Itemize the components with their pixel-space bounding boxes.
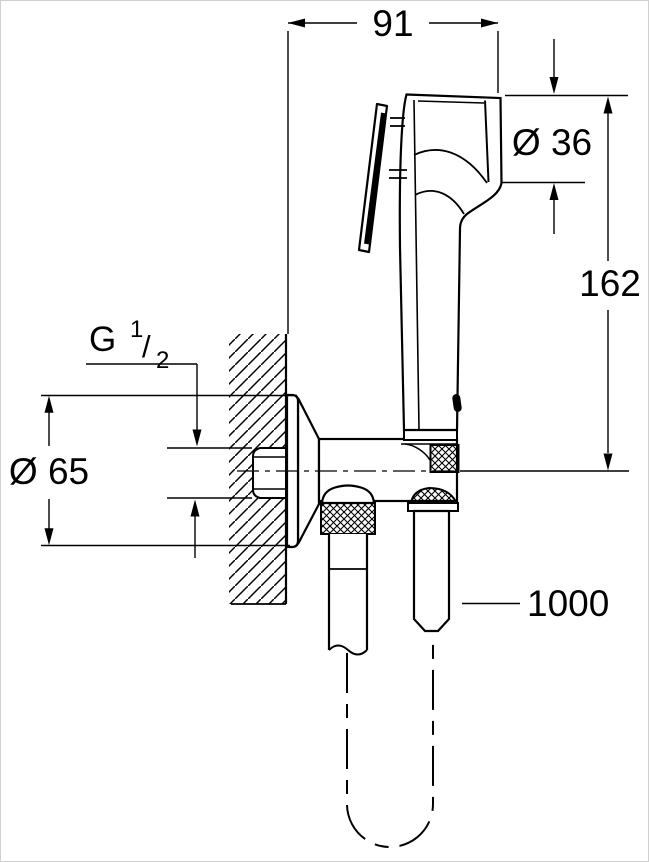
- left-outlet: [320, 484, 376, 656]
- handle-connection-knurl-nut: [429, 444, 460, 473]
- thread-label-letter: G: [89, 320, 116, 359]
- dimension-top-width: 91: [287, 3, 499, 334]
- handle-clip-detail: [452, 394, 462, 412]
- dimension-thread: G 1 / 2: [86, 316, 252, 558]
- nipple-outline: [252, 447, 287, 499]
- left-outlet-dome: [320, 484, 376, 505]
- arrow-up-icon: [190, 499, 200, 517]
- dimension-head-diameter: Ø 36: [501, 39, 628, 234]
- dim-label-36: Ø 36: [512, 122, 592, 163]
- arrow-down-icon: [549, 77, 559, 94]
- dimension-rosette-diameter: Ø 65: [9, 394, 297, 547]
- handle-inner-contour: [413, 99, 420, 430]
- left-outlet-knurl-nut: [320, 502, 376, 535]
- dimension-total-height: 162: [460, 96, 641, 472]
- dim-label-162: 162: [579, 263, 641, 304]
- arrow-up-icon: [44, 395, 54, 413]
- dim-label-1000: 1000: [527, 583, 609, 624]
- arrow-down-icon: [603, 453, 613, 471]
- right-outlet: [407, 486, 459, 633]
- arrow-up-icon: [603, 96, 613, 114]
- thread-nipple: [252, 447, 287, 499]
- head-neck-curve-lower: [414, 190, 465, 215]
- left-tube-fill: [329, 534, 367, 650]
- thread-label-slash: /: [142, 329, 151, 364]
- arrow-down-icon: [192, 429, 202, 447]
- shower-body-outline: [398, 93, 503, 432]
- hand-shower: [398, 93, 503, 441]
- hose-loop-phantom: [346, 638, 434, 848]
- right-hose-tube: [412, 509, 451, 633]
- trigger-lever: [357, 102, 407, 254]
- spray-face-inner-line: [484, 100, 490, 183]
- handle-end-flange: [403, 429, 458, 441]
- union-step-curve: [404, 443, 431, 461]
- right-outlet-knurl-dome: [409, 486, 457, 504]
- lever-shadow-edge: [364, 112, 386, 245]
- arrow-left-icon: [288, 18, 305, 28]
- head-top-inner-line: [417, 100, 485, 104]
- arrow-right-icon: [481, 18, 498, 28]
- lever-links: [389, 117, 407, 179]
- dim-label-91: 91: [372, 3, 413, 44]
- thread-label-denominator: 2: [156, 347, 169, 374]
- arrow-down-icon: [44, 528, 54, 546]
- head-neck-curve-upper: [413, 149, 488, 184]
- dimension-hose-length: 1000: [462, 583, 609, 624]
- right-outlet-flange: [407, 502, 459, 512]
- left-tube-break-wave: [328, 644, 368, 656]
- thread-label-numerator: 1: [130, 316, 143, 343]
- arrow-up-icon: [549, 183, 559, 200]
- dim-label-65: Ø 65: [9, 451, 89, 492]
